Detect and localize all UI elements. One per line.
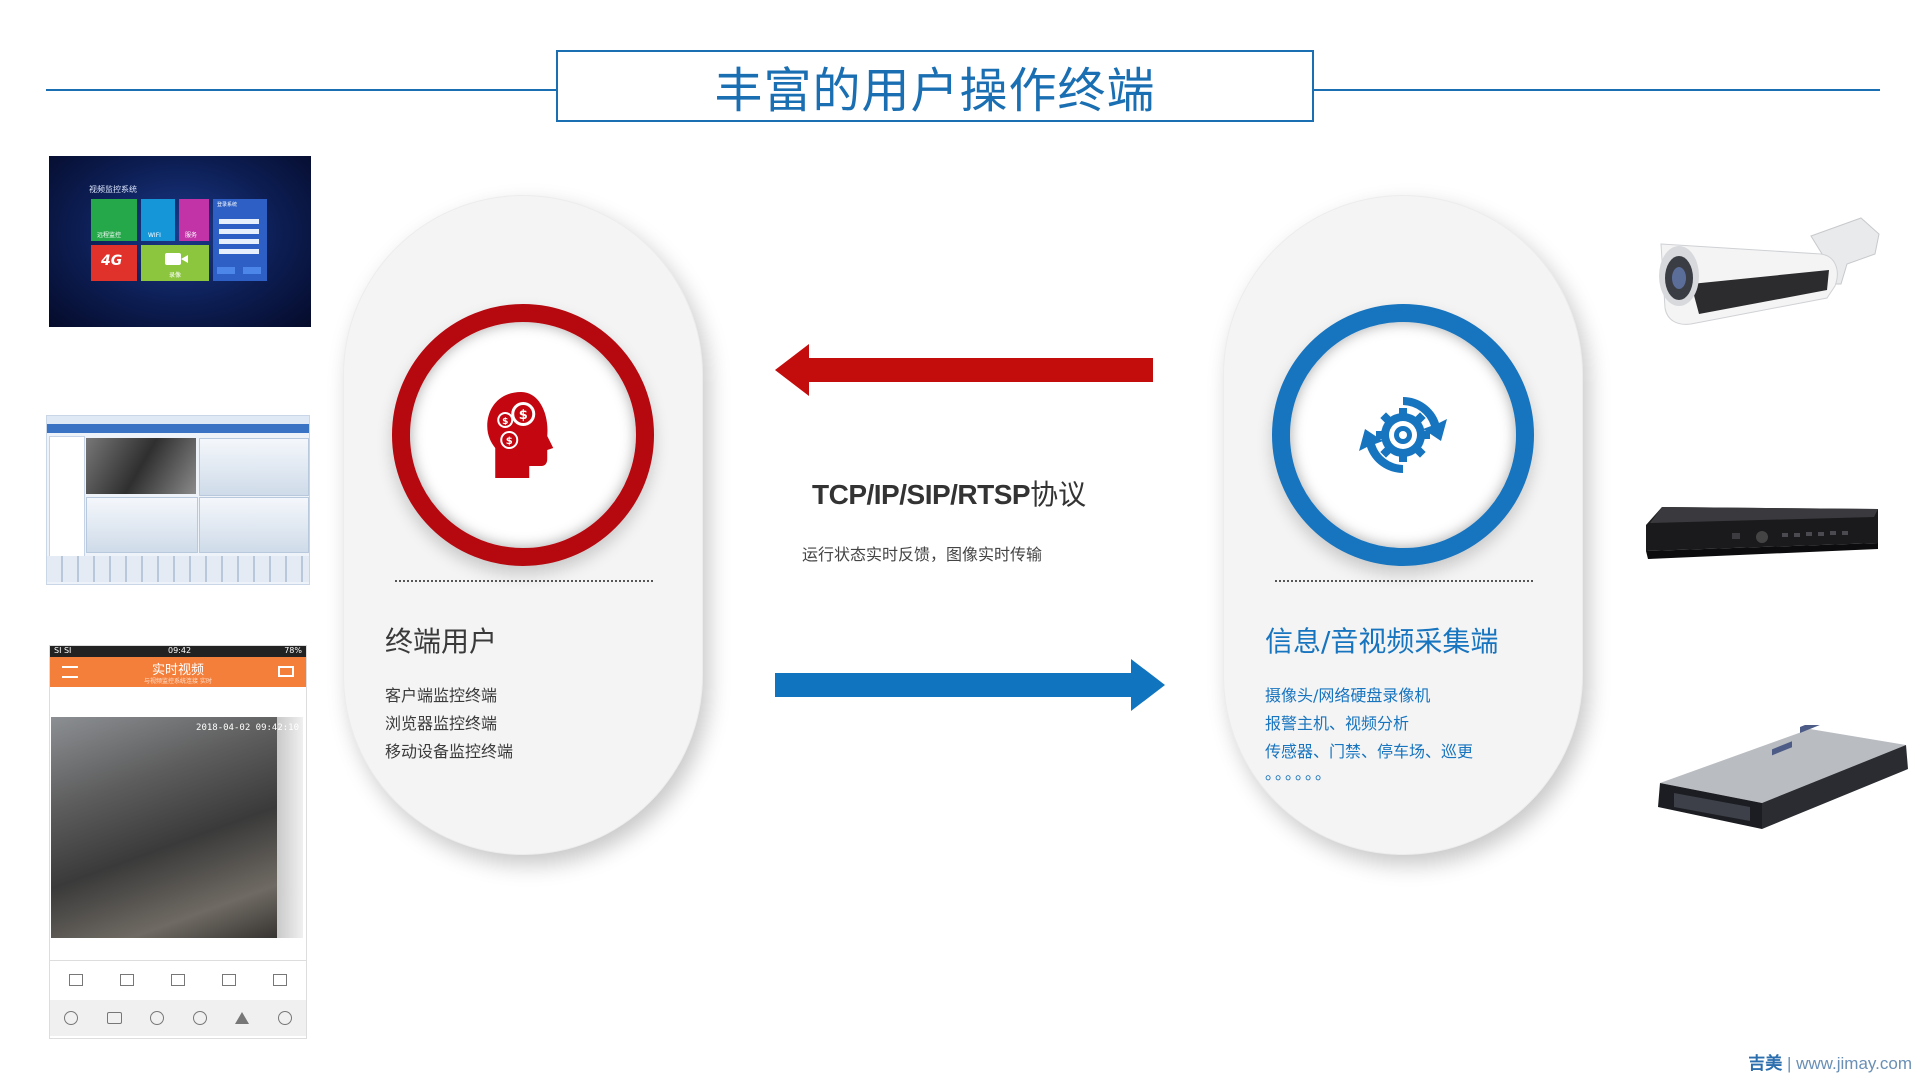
control-bar [47, 556, 309, 582]
terminal-item: 客户端监控终端 [385, 686, 498, 705]
terminal-item: 浏览器监控终端 [385, 714, 498, 733]
video-cell [199, 497, 309, 553]
device-tree [49, 436, 85, 568]
status-left: SI SI [54, 646, 72, 655]
video-cell [86, 438, 196, 494]
action-toolbar [50, 1000, 306, 1036]
mobile-header: 实时视频 与视频监控系统连接 实时 [50, 657, 306, 687]
arrow-right-icon [775, 659, 1165, 711]
video-timestamp: 2018-04-02 09:42:10 [196, 723, 299, 733]
status-battery: 78% [284, 646, 302, 655]
mobile-screenshot: SI SI 09:42 78% 实时视频 与视频监控系统连接 实时 2018-0… [49, 645, 307, 1039]
tv-tile-service: 服务 [179, 199, 209, 241]
terminal-user-card: $ $ $ 终端用户 客户端监控终端 浏览器监控终端 移动设备监控终端 [343, 195, 703, 855]
page-title: 丰富的用户操作终端 [714, 63, 1156, 119]
client-screenshot [46, 415, 310, 585]
tv-login-panel: 登录系统 [213, 199, 267, 281]
collection-title: 信息/音视频采集端 [1265, 625, 1499, 658]
grid-icon[interactable] [222, 974, 237, 986]
svg-text:$: $ [519, 408, 528, 423]
record-icon[interactable] [64, 1011, 79, 1025]
grid-icon[interactable] [170, 974, 185, 986]
watermark-brand: 吉美 [1748, 1054, 1783, 1073]
tv-tile-4g: 4G [91, 245, 137, 281]
collection-card: 信息/音视频采集端 摄像头/网络硬盘录像机 报警主机、视频分析 传感器、门禁、停… [1223, 195, 1583, 855]
ptz-icon[interactable] [192, 1011, 207, 1025]
title-rule-right [1312, 89, 1880, 91]
svg-text:$: $ [502, 417, 508, 427]
video-cell [199, 438, 309, 496]
grid-icon[interactable] [119, 974, 134, 986]
mobile-header-sub: 与视频监控系统连接 实时 [144, 678, 212, 685]
head-money-icon: $ $ $ [487, 392, 554, 478]
playback-icon[interactable] [150, 1011, 165, 1025]
snapshot-icon[interactable] [106, 1012, 122, 1024]
svg-text:$: $ [506, 436, 513, 447]
collection-item: 摄像头/网络硬盘录像机 [1265, 686, 1431, 705]
protocol-cn: 协议 [1030, 478, 1087, 511]
divider [395, 580, 653, 582]
terminal-user-ring: $ $ $ [392, 304, 654, 566]
terminal-user-title: 终端用户 [385, 625, 498, 658]
tv-screenshot: 视频监控系统 远程监控 WIFI 服务 4G 录像 登录系统 [49, 156, 311, 327]
divider [1275, 580, 1533, 582]
mobile-video: 2018-04-02 09:42:10 [51, 717, 303, 938]
terminal-item: 移动设备监控终端 [385, 742, 514, 761]
protocol-latin: TCP/IP/SIP/RTSP [812, 479, 1031, 510]
alarm-icon[interactable] [235, 1012, 250, 1024]
camera-switch-icon[interactable] [278, 666, 294, 677]
layout-toolbar [50, 966, 306, 994]
grid-icon[interactable] [68, 974, 83, 986]
status-time: 09:42 [168, 646, 192, 655]
nvr-icon [1646, 507, 1878, 559]
protocol-label: TCP/IP/SIP/RTSP协议 [812, 473, 1086, 513]
camera-icon [1659, 217, 1880, 325]
collection-item: 报警主机、视频分析 [1265, 714, 1410, 733]
watermark: 吉美 | www.jimay.com [1748, 1054, 1912, 1073]
tv-tile-wifi: WIFI [141, 199, 175, 241]
menu-icon[interactable] [62, 666, 78, 678]
collection-more: 。。。。。。 [1265, 764, 1334, 783]
server-icon [1658, 725, 1908, 829]
title-rule-left [46, 89, 558, 91]
video-cell [86, 497, 198, 553]
watermark-url: www.jimay.com [1796, 1054, 1912, 1073]
tv-tile-monitor: 远程监控 [91, 199, 137, 241]
collection-ring [1272, 304, 1534, 566]
gear-cycle-icon [1359, 397, 1447, 473]
arrow-left-icon [775, 344, 1153, 396]
grid-icon[interactable] [273, 974, 288, 986]
tv-tile-record: 录像 [141, 245, 209, 281]
video-icon [165, 253, 181, 265]
protocol-subtitle: 运行状态实时反馈，图像实时传输 [802, 545, 1043, 564]
title-box: 丰富的用户操作终端 [556, 50, 1314, 122]
mobile-header-title: 实时视频 [151, 663, 204, 678]
collection-item: 传感器、门禁、停车场、巡更 [1265, 742, 1474, 761]
settings-icon[interactable] [277, 1011, 292, 1025]
tv-header: 视频监控系统 [89, 185, 137, 194]
